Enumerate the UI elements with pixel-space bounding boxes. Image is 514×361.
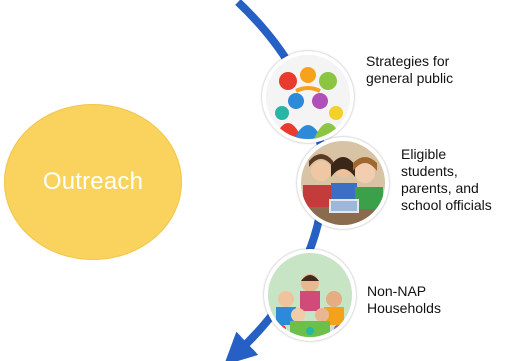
eligible-students-label: Eligible students, parents, and school o… bbox=[401, 146, 492, 213]
hub-label: Outreach bbox=[42, 168, 144, 195]
households-photo bbox=[264, 249, 356, 341]
non-nap-households-label: Non-NAP Households bbox=[367, 283, 441, 316]
outreach-hub-circle: Outreach bbox=[4, 104, 182, 260]
strategies-label: Strategies for general public bbox=[366, 53, 454, 86]
strategies-photo bbox=[262, 51, 354, 143]
students-photo bbox=[297, 137, 389, 229]
